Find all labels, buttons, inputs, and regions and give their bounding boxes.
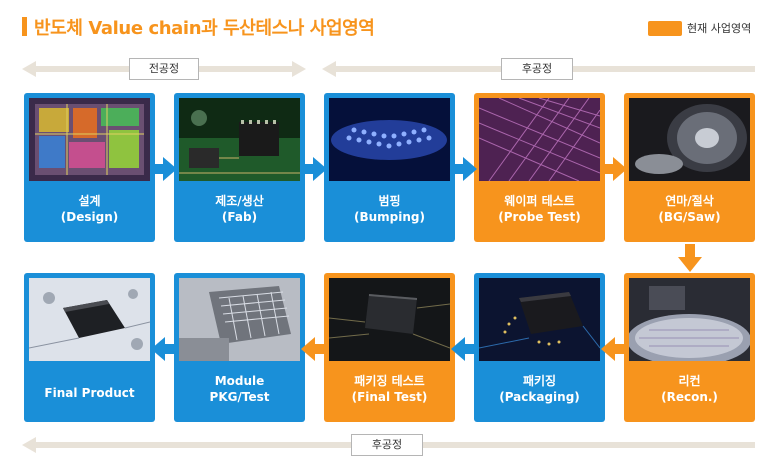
step-card-final-product: Final Product <box>24 273 155 422</box>
legend-swatch <box>648 20 682 36</box>
arrow-left-icon <box>301 337 327 361</box>
band-back-process-bottom: 후공정 <box>22 434 755 456</box>
step-subtitle: (Packaging) <box>499 390 580 404</box>
legend: 현재 사업영역 <box>648 20 751 36</box>
band-back-process-top: 후공정 <box>322 58 755 80</box>
band-front-process: 전공정 <box>22 58 306 80</box>
step-card-final-test: 패키징 테스트 (Final Test) <box>324 273 455 422</box>
step-name: 연마/절삭 <box>665 194 714 208</box>
step-name: Module <box>214 374 265 388</box>
page-title: 반도체 Value chain과 두산테스나 사업영역 <box>34 18 375 39</box>
bg-saw-image <box>629 98 750 181</box>
packaging-image <box>479 278 600 361</box>
step-card-module: Module PKG/Test <box>174 273 305 422</box>
arrow-left-icon <box>451 337 477 361</box>
legend-label: 현재 사업영역 <box>687 22 752 35</box>
step-card-design: 설계 (Design) <box>24 93 155 242</box>
final-test-image <box>329 278 450 361</box>
step-card-recon: 리컨 (Recon.) <box>624 273 755 422</box>
step-subtitle: PKG/Test <box>209 390 270 404</box>
step-subtitle: (Design) <box>60 210 119 224</box>
step-subtitle: (Final Test) <box>351 390 428 404</box>
fab-image <box>179 98 300 181</box>
step-name: 범핑 <box>378 194 401 208</box>
arrow-down-icon <box>678 244 702 272</box>
arrow-right-icon <box>451 157 477 181</box>
step-subtitle: (Recon.) <box>661 390 718 404</box>
arrow-left-icon <box>151 337 177 361</box>
step-subtitle: (Bumping) <box>354 210 425 224</box>
recon-image <box>629 278 750 361</box>
band-back-bottom-label: 후공정 <box>351 434 423 456</box>
step-name: 패키징 테스트 <box>354 374 425 388</box>
title-accent-bar <box>22 17 27 36</box>
band-back-top-label: 후공정 <box>501 58 573 80</box>
band-front-label: 전공정 <box>129 58 199 80</box>
step-card-fab: 제조/생산 (Fab) <box>174 93 305 242</box>
module-image <box>179 278 300 361</box>
step-card-bumping: 범핑 (Bumping) <box>324 93 455 242</box>
arrow-right-icon <box>151 157 177 181</box>
bumping-image <box>329 98 450 181</box>
step-name: 설계 <box>78 194 101 208</box>
arrow-left-icon <box>601 337 627 361</box>
step-card-probe-test: 웨이퍼 테스트 (Probe Test) <box>474 93 605 242</box>
step-name: 제조/생산 <box>215 194 264 208</box>
arrow-right-icon <box>301 157 327 181</box>
step-subtitle: (Fab) <box>221 210 258 224</box>
final-product-image <box>29 278 150 361</box>
step-subtitle: (BG/Saw) <box>658 210 721 224</box>
arrow-right-icon <box>601 157 627 181</box>
step-name: 리컨 <box>678 374 701 388</box>
step-name: Final Product <box>44 386 135 400</box>
step-card-packaging: 패키징 (Packaging) <box>474 273 605 422</box>
design-image <box>29 98 150 181</box>
step-name: 웨이퍼 테스트 <box>504 194 575 208</box>
step-name: 패키징 <box>522 374 557 388</box>
probe-test-image <box>479 98 600 181</box>
step-subtitle: (Probe Test) <box>498 210 581 224</box>
step-card-bg-saw: 연마/절삭 (BG/Saw) <box>624 93 755 242</box>
